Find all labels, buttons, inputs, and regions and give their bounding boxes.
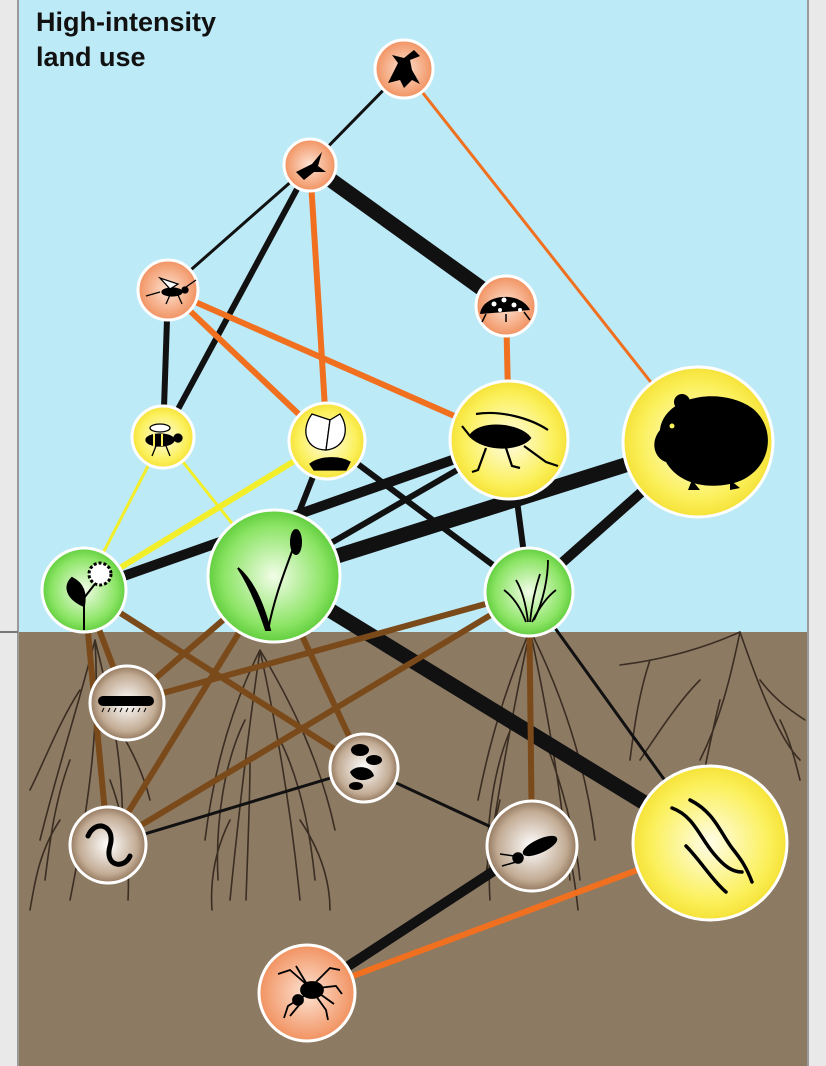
node-ladybird bbox=[476, 276, 536, 336]
node-nematodes bbox=[633, 766, 787, 920]
node-grasshopper bbox=[450, 381, 568, 499]
node-grass-tall bbox=[208, 510, 340, 642]
node-vole bbox=[623, 367, 773, 517]
title-line-1: High-intensity bbox=[36, 7, 216, 37]
node-soil-mites bbox=[330, 734, 398, 802]
node-parasitoid-wasp bbox=[138, 260, 198, 320]
node-butterfly bbox=[289, 403, 365, 479]
node-earthworm bbox=[70, 807, 146, 883]
node-millipede bbox=[90, 666, 164, 740]
node-bird-of-prey bbox=[375, 40, 433, 98]
node-spider bbox=[259, 945, 355, 1041]
left-frame bbox=[0, 0, 18, 1066]
right-frame bbox=[808, 0, 826, 1066]
node-swallow bbox=[284, 139, 336, 191]
node-grass-tuft bbox=[485, 548, 573, 636]
node-grass-tuft-circle bbox=[485, 548, 573, 636]
node-nematodes-circle bbox=[633, 766, 787, 920]
node-forb bbox=[42, 548, 126, 632]
node-grass-tall-circle bbox=[208, 510, 340, 642]
title-line-2: land use bbox=[36, 42, 146, 72]
node-bee bbox=[132, 406, 194, 468]
node-springtail bbox=[487, 801, 577, 891]
